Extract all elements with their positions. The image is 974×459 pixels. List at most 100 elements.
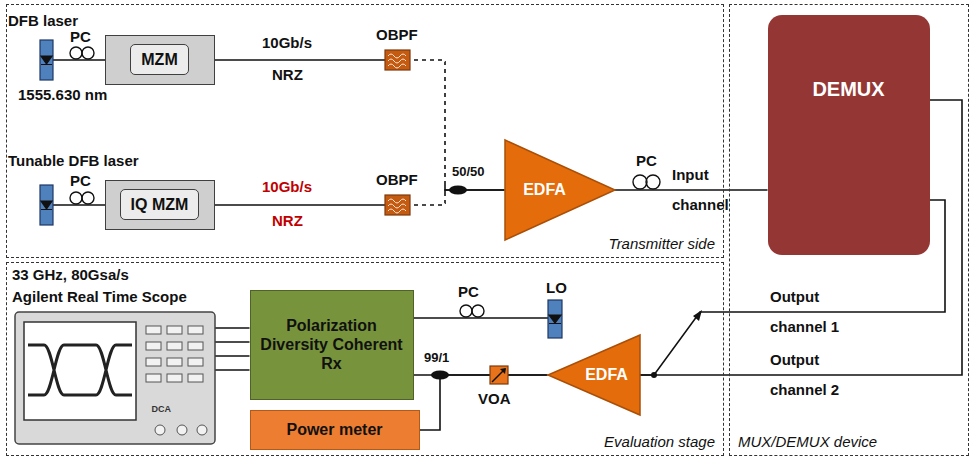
region-label: Transmitter side [609,235,715,253]
polarization-controller [460,305,472,317]
dashed-fiber [410,196,445,205]
polarization-controller [70,47,82,59]
component-label: PC [70,28,91,45]
amplifier-triangle: EDFA [505,140,615,240]
receiver-box: Polarization Diversity Coherent Rx [250,290,414,400]
fiber-link [215,355,250,357]
scope-button [167,326,182,334]
modulator-box: MZM [105,35,215,85]
meter-label: Power meter [286,420,382,439]
region-label: MUX/DEMUX device [738,433,877,451]
component-label: VOA [478,390,511,407]
scope-buttons [146,326,203,382]
filter-waves [388,199,406,213]
filter-symbol [385,50,410,70]
laser-symbol [40,40,53,80]
switch-junction [651,372,657,378]
region-panel: Transmitter side MZM IQ MZM EDFA [6,4,724,258]
fiber-link [215,60,505,190]
scope-button [167,358,182,366]
component-label: PC [70,172,91,189]
scope-button [188,358,203,366]
component-label: Agilent Real Time Scope [12,288,187,305]
scope-button [188,326,203,334]
modulator-box: IQ MZM [105,180,215,230]
scope-button [146,358,161,366]
scope-knob [155,425,165,435]
fiber-link [420,375,548,430]
fiber-link [215,190,505,205]
component-label: DFB laser [8,12,78,29]
polarization-controller [82,192,94,204]
component-label: 1555.630 nm [18,86,107,103]
laser-symbol [548,300,562,338]
attenuator-arrowhead [500,368,506,374]
polarization-controller [633,175,647,189]
component-label: 50/50 [452,165,485,180]
polarization-controller [472,305,484,317]
amplifier-triangle-shape [505,140,615,240]
scope-screen [24,322,136,420]
fiber-link [414,374,548,376]
filter-waves [388,54,406,68]
fiber-link [640,100,963,375]
modulator-label: MZM [130,44,188,75]
component-label: 10Gb/s [262,178,312,195]
fiber-link [640,200,946,375]
attenuator-arrow [492,369,505,382]
region-label: Evaluation stage [604,433,715,451]
amplifier-shape [548,335,640,415]
demux-label: DEMUX [812,77,884,101]
amplifier-label: EDFA [523,180,566,199]
component-label: 99/1 [424,351,449,366]
component-label: Output channel 1 [770,282,852,342]
coupler-symbol [449,186,467,195]
receiver-label: Polarization Diversity Coherent Rx [259,316,405,374]
scope-button [167,342,182,350]
region-panel: MUX/DEMUX device DEMUX [729,4,969,456]
scope-knob [177,425,187,435]
amplifier-label: EDFA [585,365,628,384]
component-label: NRZ [272,212,303,229]
component-label: NRZ [272,66,303,83]
polarization-controller [70,192,82,204]
fiber-link [215,327,250,329]
fiber-wire [410,317,548,319]
dashed-fiber [410,60,445,184]
power-meter-box: Power meter [250,410,420,450]
diode-symbol [41,201,52,210]
polarization-controller [82,47,94,59]
filter-symbol [385,195,410,215]
component-label: PC [458,283,479,300]
component-label: LO [546,279,567,296]
eye-diagram [28,345,132,395]
component-label: OBPF [376,26,418,43]
scope-button [146,342,161,350]
amplifier-triangle: EDFA [548,335,640,415]
scope-brand: DCA [152,404,172,415]
polarization-controller [646,175,660,189]
component-label: OBPF [376,171,418,188]
scope-button [146,374,161,382]
diode-symbol [549,315,561,324]
region-panel: Evaluation stage DCA Polarization Diversit… [6,262,724,456]
scope-button [146,326,161,334]
fiber-link [215,341,250,343]
modulator-label: IQ MZM [120,189,200,220]
demux-box: DEMUX [768,15,930,255]
switch-arrowhead [693,310,702,321]
amplifier-shape [505,140,615,240]
component-label: Input channel [672,160,744,220]
component-label: PC [636,152,657,169]
scope-body [15,312,215,444]
splitter-symbol [431,371,449,380]
scope-knob [197,425,207,435]
fiber-wire [53,204,105,206]
attenuator-symbol [490,366,508,384]
diode-symbol [41,56,52,65]
fiber-link [215,369,250,371]
